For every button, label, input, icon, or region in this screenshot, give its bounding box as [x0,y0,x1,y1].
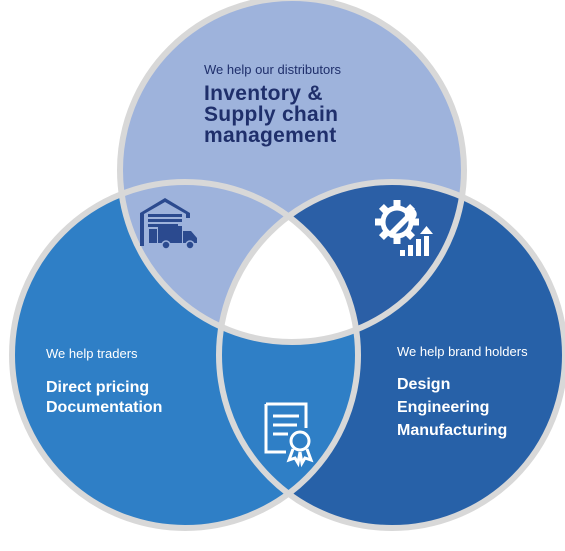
circle-borders [9,0,565,531]
gear-wrench-growth-icon [375,200,433,256]
warehouse-truck-icon [140,198,197,250]
left-circle-line-2: Documentation [46,399,163,416]
right-circle-line-3: Manufacturing [397,422,508,439]
right-circle-line-2: Engineering [397,399,490,416]
right-circle-subtitle: We help brand holders [397,344,528,359]
left-circle-subtitle: We help traders [46,346,138,361]
top-circle-subtitle: We help our distributors [204,62,342,77]
top-circle-line-3: management [204,124,337,147]
top-circle-line-1: Inventory & [204,82,323,105]
left-circle-line-1: Direct pricing [46,379,150,396]
certificate-document-icon [264,402,314,468]
top-circle-line-2: Supply chain [204,103,339,126]
right-circle-line-1: Design [397,376,451,393]
center-overlap [219,182,358,342]
